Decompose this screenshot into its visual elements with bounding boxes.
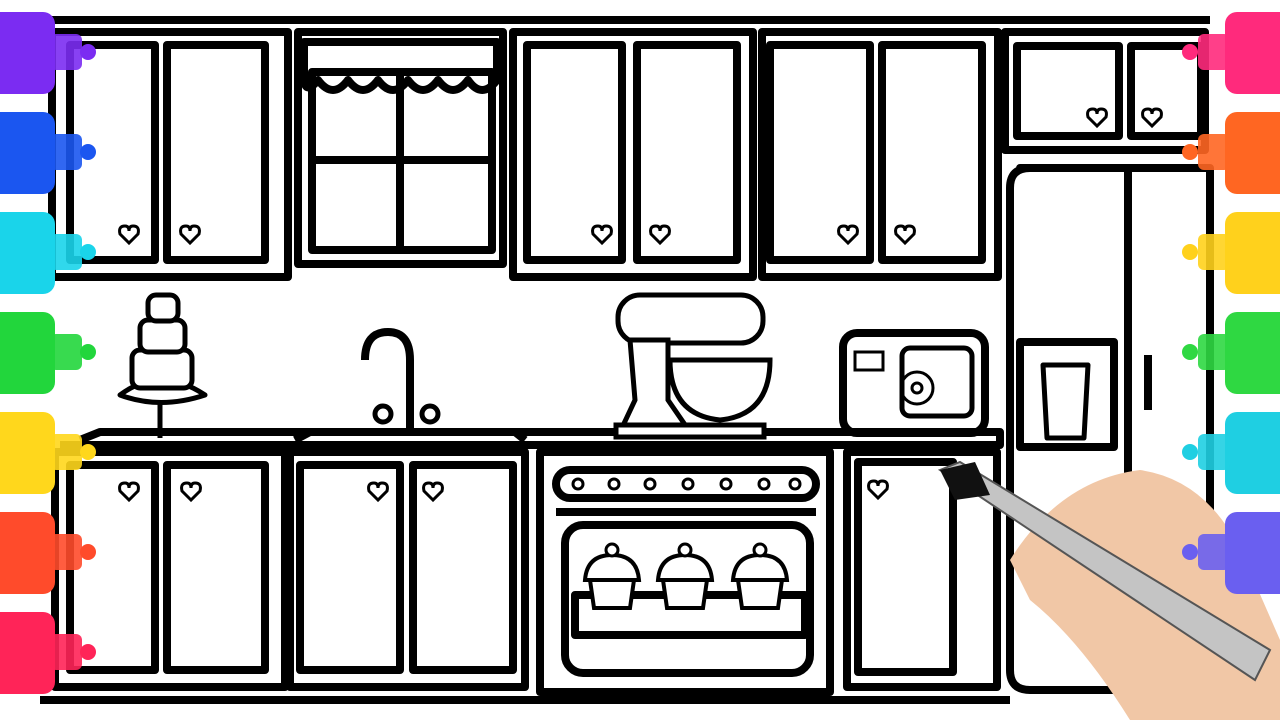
marker-left[interactable] [0,112,96,194]
window [294,28,507,268]
sink-faucet-icon [293,328,528,444]
oven-knob [607,477,621,491]
cake-icon [117,292,208,438]
oven-knobs [571,477,802,491]
marker-right[interactable] [1182,12,1280,94]
marker-left[interactable] [0,12,96,94]
marker-right[interactable] [1182,312,1280,394]
marker-left[interactable] [0,512,96,594]
heart-icon [422,481,444,503]
heart-icon [118,224,140,246]
oven-knob [757,477,771,491]
heart-icon [118,481,140,503]
marker-right[interactable] [1182,112,1280,194]
heart-icon [649,224,671,246]
oven [536,448,834,696]
cupcake-icon [655,542,715,610]
heart-icon [837,224,859,246]
marker-rows [0,12,1280,694]
countertop [60,428,1004,449]
heart-icon [1141,107,1163,129]
oven-knob [788,477,802,491]
heart-icon [367,481,389,503]
oven-knob [681,477,695,491]
heart-icon [894,224,916,246]
marker-right[interactable] [1182,512,1280,594]
heart-icon [1086,107,1108,129]
marker-right[interactable] [1182,212,1280,294]
marker-right[interactable] [1182,412,1280,494]
cupcake-icon [582,542,642,610]
cupcake-icon [730,542,790,610]
stand-mixer-icon [613,292,773,440]
oven-knob [571,477,585,491]
heart-icon [591,224,613,246]
upper-cabinets [40,16,1210,281]
microwave-icon [839,329,989,437]
heart-icon [180,481,202,503]
marker-left[interactable] [0,312,96,394]
marker-left[interactable] [0,412,96,494]
marker-pen [937,460,1272,682]
heart-icon [867,479,889,501]
marker-left[interactable] [0,212,96,294]
heart-icon [179,224,201,246]
marker-left[interactable] [0,612,96,694]
oven-knob [719,477,733,491]
cupcakes [582,542,790,610]
oven-knob [643,477,657,491]
hand-with-marker [937,460,1280,720]
